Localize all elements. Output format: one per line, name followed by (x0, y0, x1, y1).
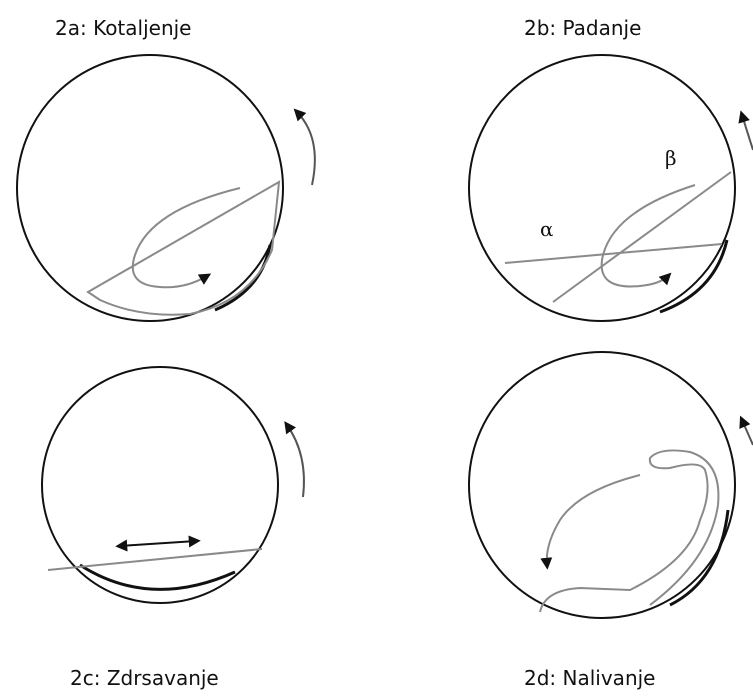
panel-2c-drum (42, 367, 304, 603)
bed-surface-before-slump (505, 244, 722, 263)
particle-flow-path (547, 475, 640, 565)
angle-beta-label: β (665, 146, 677, 170)
angle-alpha-label: α (540, 217, 554, 241)
powder-bed-surface (88, 182, 279, 315)
powder-bed-surface (48, 549, 262, 570)
rotation-direction-arrow (287, 425, 304, 497)
drum-outline (469, 55, 735, 321)
drum-outline (17, 55, 283, 321)
panel-2a-drum (17, 55, 315, 321)
drum-outline (469, 352, 735, 618)
panel-2d-drum (469, 352, 753, 618)
panel-2b-drum: β α (469, 55, 753, 321)
particle-flow-path (133, 188, 240, 287)
drum-wall-thick-edge (80, 565, 235, 589)
rotation-direction-arrow (297, 112, 315, 185)
rotation-direction-arrow (742, 420, 753, 445)
cascading-bed-outline (540, 450, 718, 612)
particle-flow-path (602, 185, 695, 286)
drum-wall-thick-edge (215, 245, 270, 310)
sliding-motion-arrow (120, 541, 196, 546)
rotation-direction-arrow (742, 115, 753, 150)
